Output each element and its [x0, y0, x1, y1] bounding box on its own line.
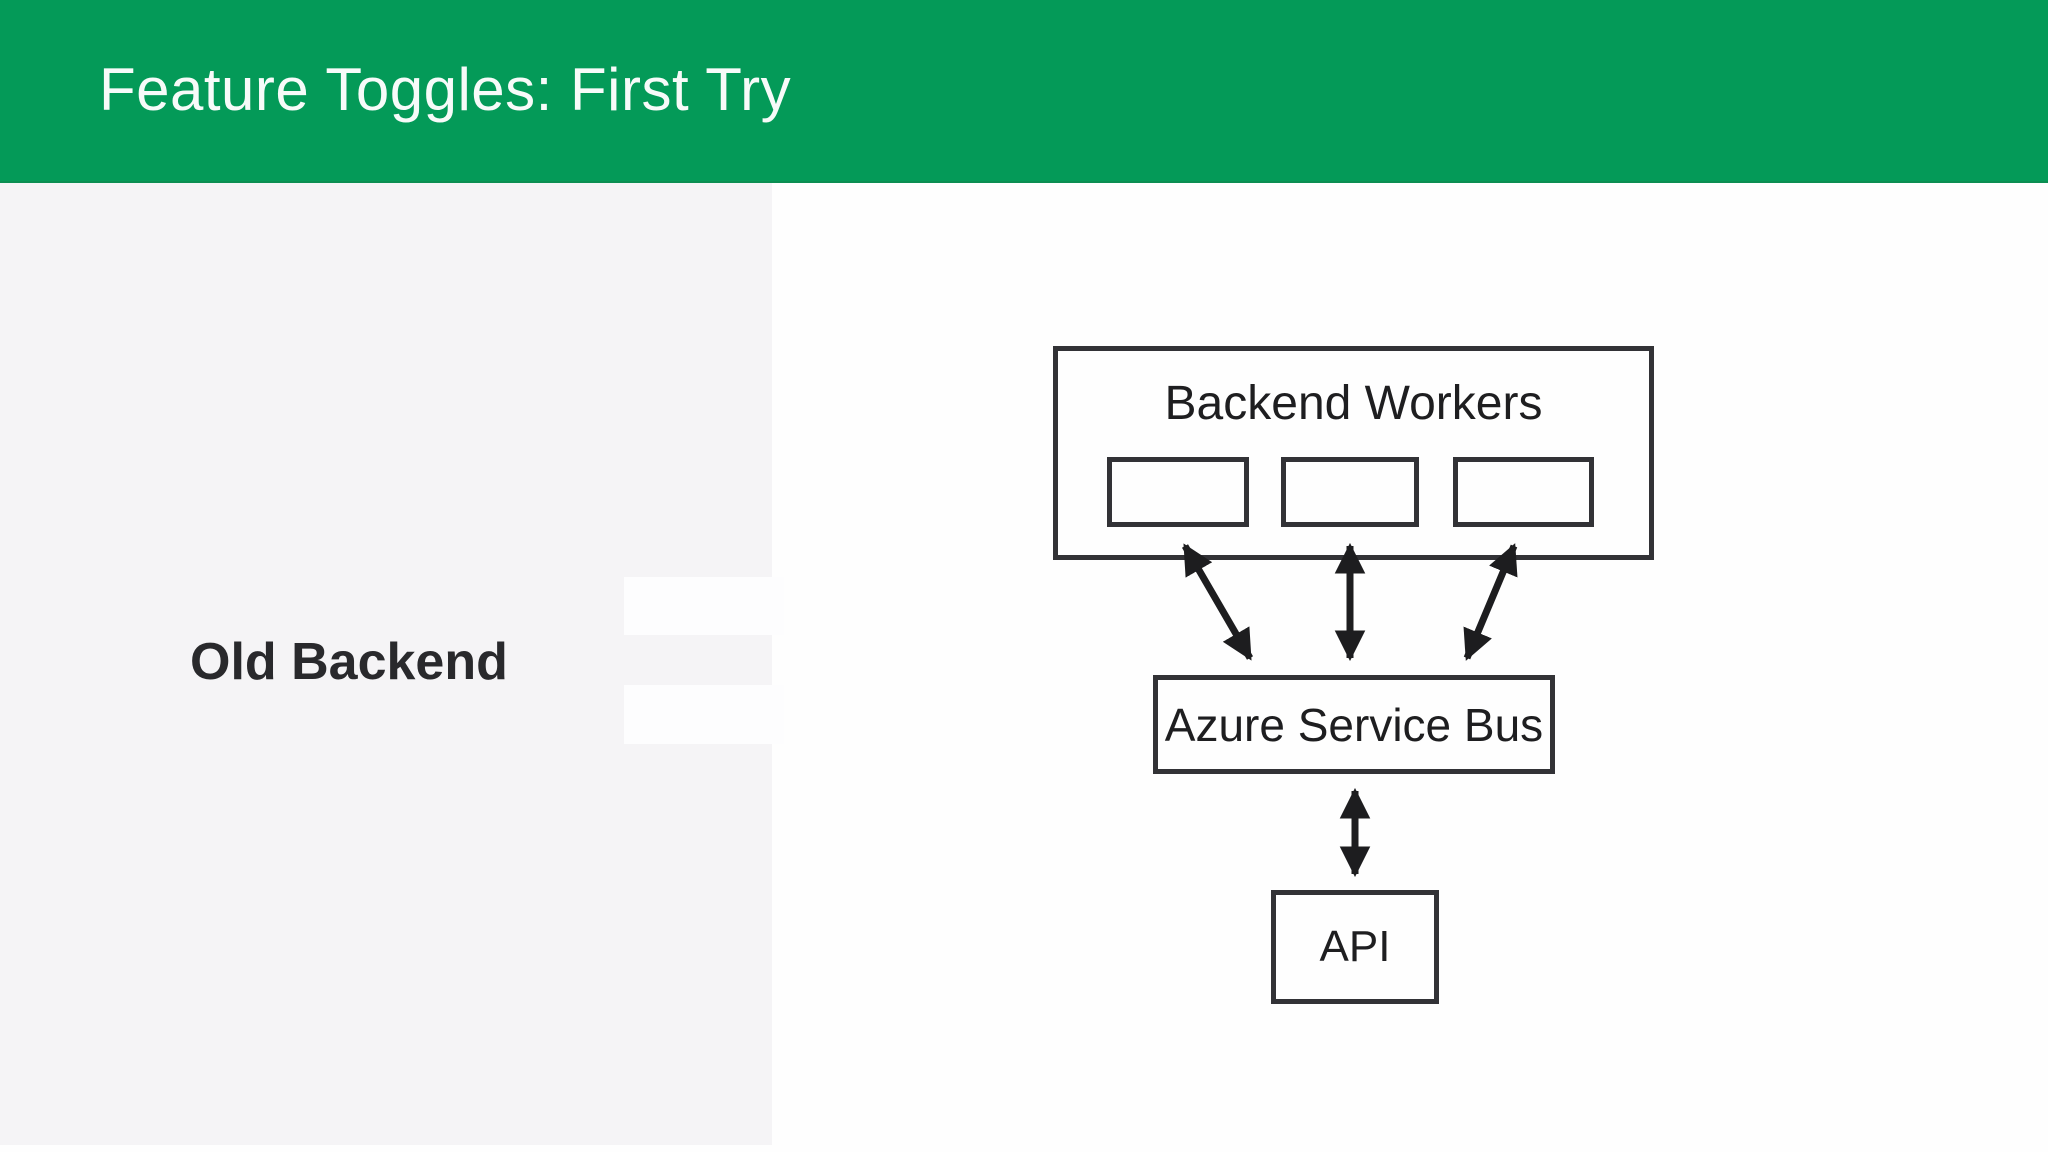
worker-box-1: [1107, 457, 1249, 527]
arrow-worker1-servicebus: [1181, 543, 1254, 661]
worker-box-2: [1281, 457, 1419, 527]
backend-workers-box: Backend Workers: [1053, 346, 1654, 560]
left-panel: wirex .NET FEST: [0, 183, 772, 1152]
arrow-worker3-servicebus: [1463, 543, 1518, 661]
decorative-white-bar: [624, 577, 784, 635]
worker-box-3: [1453, 457, 1594, 527]
azure-service-bus-box: Azure Service Bus: [1153, 675, 1555, 774]
azure-service-bus-label: Azure Service Bus: [1164, 698, 1544, 751]
slide-title: Feature Toggles: First Try: [99, 56, 792, 123]
api-box: API: [1271, 890, 1439, 1004]
decorative-white-bar: [624, 685, 784, 744]
header-bar: Feature Toggles: First Try: [0, 0, 2048, 183]
backend-workers-label: Backend Workers: [1164, 377, 1543, 430]
api-label: API: [1319, 922, 1391, 971]
bottom-strip: [0, 1145, 2048, 1152]
old-backend-label: Old Backend: [190, 633, 508, 691]
